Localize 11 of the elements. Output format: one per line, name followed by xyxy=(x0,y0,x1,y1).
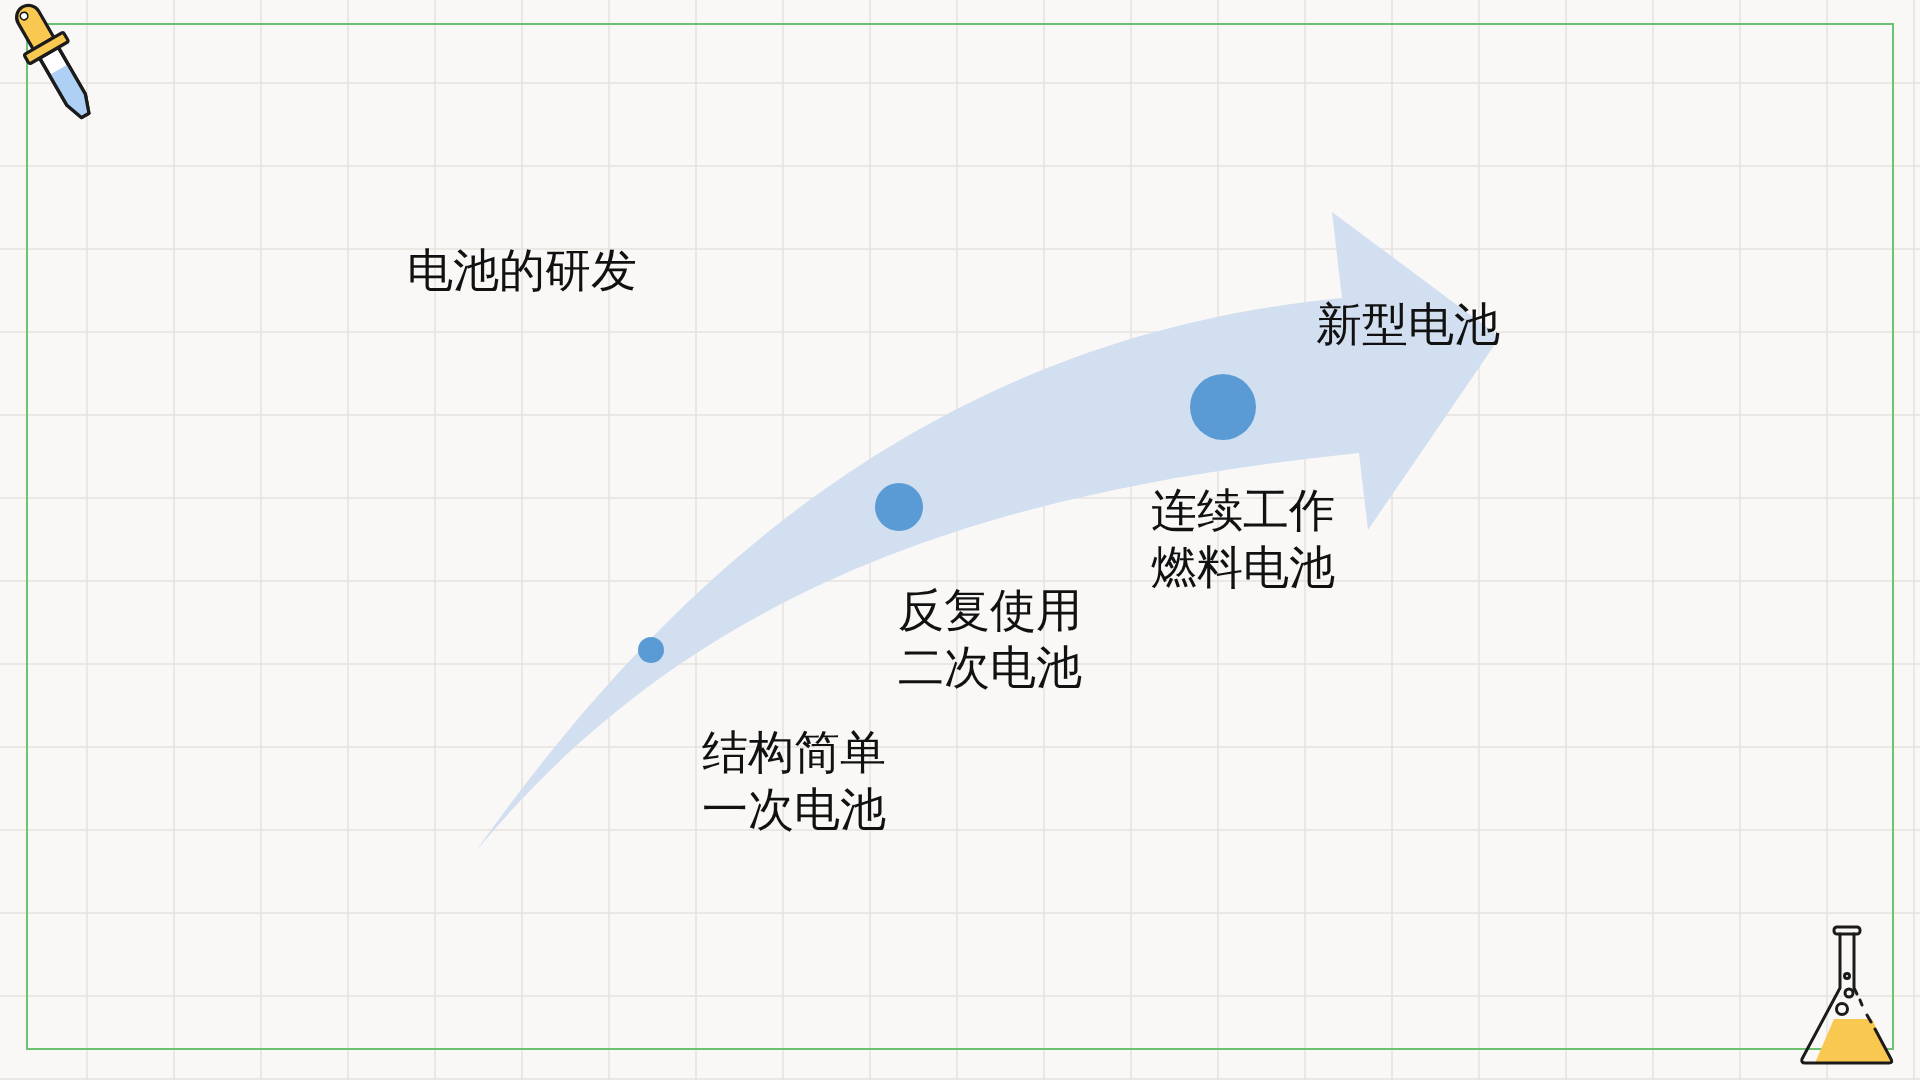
stage-caption: 燃料电池 xyxy=(1151,539,1335,596)
stage-caption: 反复使用 xyxy=(898,582,1082,639)
stage-caption: 结构简单 xyxy=(702,724,886,781)
stage-caption: 一次电池 xyxy=(702,781,886,838)
arrow-head-label: 新型电池 xyxy=(1316,296,1500,353)
timeline-dot xyxy=(638,637,664,663)
timeline-dot xyxy=(875,483,923,531)
stage-caption: 二次电池 xyxy=(898,639,1082,696)
slide-title: 电池的研发 xyxy=(407,242,637,299)
stage-caption: 连续工作 xyxy=(1151,482,1335,539)
timeline-dot xyxy=(1190,374,1256,440)
